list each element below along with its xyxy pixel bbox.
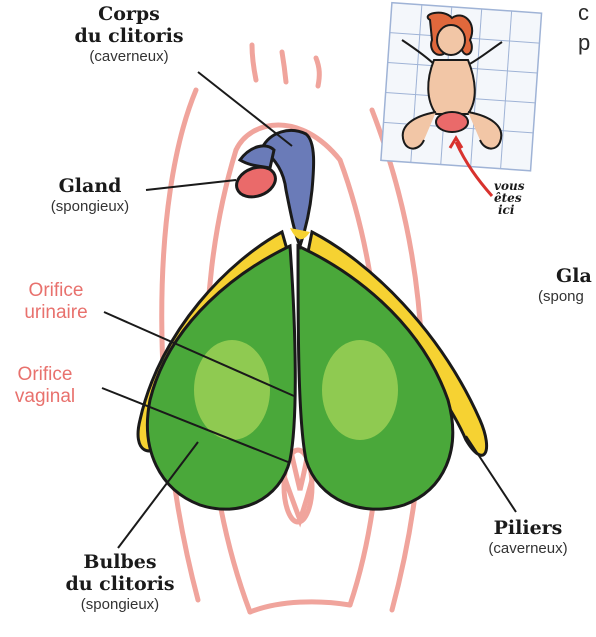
cut-text-line1: c [578, 0, 589, 26]
gland-title: Gland [36, 176, 144, 198]
left-bulb-highlight [194, 340, 270, 440]
corps-title-line2: du clitoris [68, 26, 190, 48]
piliers-title: Piliers [480, 518, 576, 540]
leader-gland [146, 180, 236, 190]
bulbes-title-line1: Bulbes [56, 552, 184, 574]
inset-note-line3: ici [494, 204, 524, 216]
glans-hood [240, 146, 274, 168]
inset-note: vous êtes ici [494, 180, 524, 216]
label-gland-right-cut: Gla (spong [538, 266, 596, 305]
gland-right-title: Gla [538, 266, 596, 288]
orifice-vaginal-line2: vaginal [2, 386, 88, 408]
glans [232, 162, 279, 202]
leader-piliers [466, 436, 516, 512]
bulbes-title-line2: du clitoris [56, 574, 184, 596]
piliers-subtitle: (caverneux) [480, 540, 576, 557]
label-gland: Gland (spongieux) [36, 176, 144, 215]
gland-right-subtitle: (spong [538, 288, 596, 305]
label-piliers: Piliers (caverneux) [480, 518, 576, 557]
bulbes-subtitle: (spongieux) [56, 596, 184, 613]
orifice-vaginal-line1: Orifice [2, 364, 88, 386]
gland-subtitle: (spongieux) [36, 198, 144, 215]
label-orifice-urinaire: Orifice urinaire [12, 280, 100, 324]
cut-text-line2: p [578, 30, 590, 56]
label-bulbes-du-clitoris: Bulbes du clitoris (spongieux) [56, 552, 184, 613]
figure-torso [428, 60, 475, 114]
corps-subtitle: (caverneux) [68, 48, 190, 65]
right-bulb-highlight [322, 340, 398, 440]
orifice-urinaire-line2: urinaire [12, 302, 100, 324]
figure-highlight [436, 112, 468, 132]
label-orifice-vaginal: Orifice vaginal [2, 364, 88, 408]
figure-head [437, 25, 465, 55]
label-corps-du-clitoris: Corps du clitoris (caverneux) [68, 4, 190, 65]
inset-sketch [381, 3, 542, 196]
orifice-urinaire-line1: Orifice [12, 280, 100, 302]
corps-title-line1: Corps [68, 4, 190, 26]
